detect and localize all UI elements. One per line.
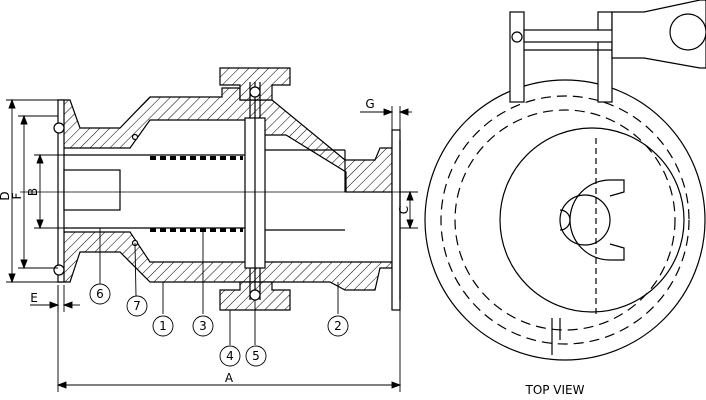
o-ring-bottom: [249, 289, 261, 301]
dim-label-c: C: [397, 206, 411, 214]
right-flange-face: [391, 129, 401, 311]
balloon-6: [89, 283, 111, 305]
balloon-4-number: 4: [226, 349, 234, 363]
balloon-3-number: 3: [199, 319, 207, 333]
balloon-5-number: 5: [252, 349, 260, 363]
upper-body-section: [57, 87, 393, 193]
top-view: [424, 0, 706, 361]
top-view-inner-ring: [499, 127, 685, 313]
lower-body-section: [57, 231, 393, 291]
balloon-1: [152, 315, 174, 337]
top-view-handle-bracket-right: [597, 11, 613, 103]
balloon-1-number: 1: [159, 319, 167, 333]
dim-label-f: F: [10, 192, 24, 199]
balloon-7-number: 7: [133, 299, 141, 313]
o-ring-left-bottom: [53, 264, 65, 276]
inner-insert: [63, 169, 121, 211]
top-view-outer-ring: [424, 79, 706, 361]
dim-label-e: E: [30, 291, 38, 305]
dim-label-a: A: [225, 371, 234, 385]
top-view-handle-bracket-left: [509, 11, 525, 103]
balloon-7: [126, 295, 148, 317]
dimension-lines: [6, 98, 418, 392]
o-ring-left-top: [53, 122, 65, 134]
balloon-5: [245, 345, 267, 367]
balloon-2: [327, 315, 349, 337]
section-view: [20, 67, 401, 311]
balloon-2-number: 2: [334, 319, 342, 333]
dimension-labels: D F B A E G C: [0, 97, 411, 385]
top-view-caption: TOP VIEW: [524, 383, 584, 397]
dim-label-g: G: [365, 97, 374, 111]
balloon-4: [219, 345, 241, 367]
balloon-6-number: 6: [96, 287, 104, 301]
part-balloons: [89, 228, 349, 367]
balloon-3: [192, 315, 214, 337]
dim-label-b: B: [26, 188, 40, 196]
o-ring-top: [249, 86, 261, 98]
balloon-numbers: 6 7 1 3 4 5 2: [96, 287, 342, 363]
dim-label-d: D: [0, 191, 12, 200]
